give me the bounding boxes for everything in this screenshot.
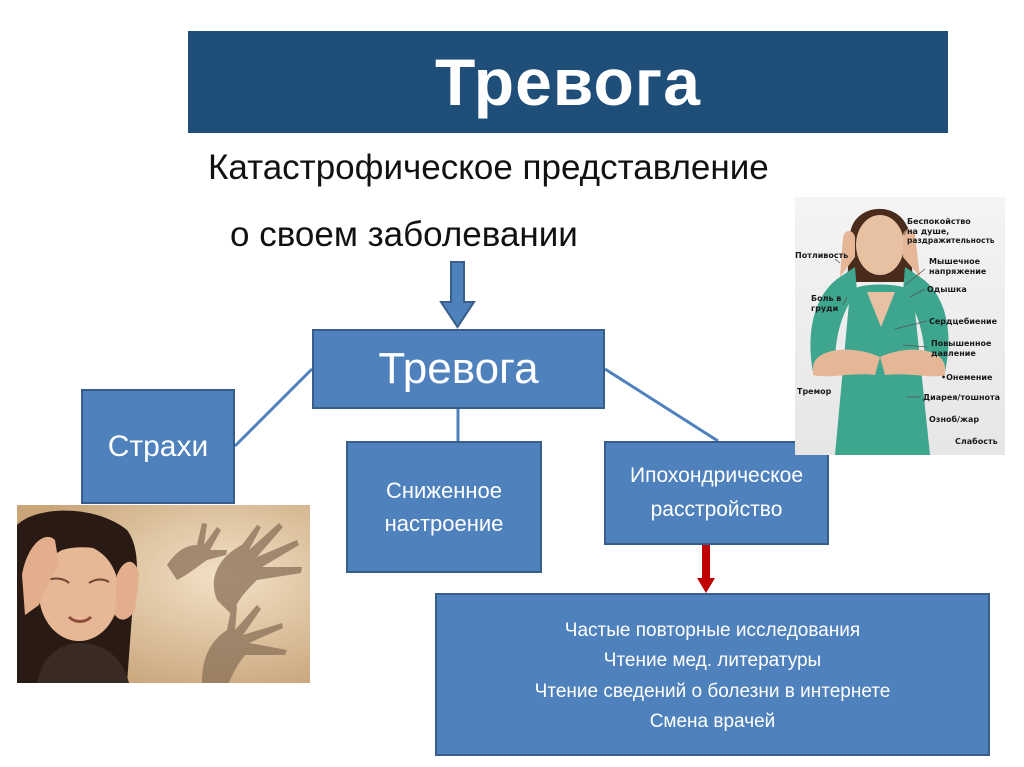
symptom-muscle-1: Мышечное [929, 257, 981, 266]
behavior-item: Частые повторные исследования [564, 619, 861, 641]
symptom-pressure-2: давление [931, 349, 976, 358]
symptom-weakness: Слабость [955, 437, 998, 446]
hypochondria-line-1: Ипохондрическое [629, 464, 803, 488]
symptom-dyspnea: Одышка [927, 285, 967, 294]
symptom-heartbeat: Сердцебиение [929, 317, 998, 326]
shadow-hands-icon [167, 523, 302, 683]
symptom-diarrhea: Диарея/тошнота [923, 393, 1001, 402]
title-text: Тревога [434, 45, 702, 119]
symptom-restlessness-3: раздражительность [907, 236, 995, 245]
fear-photo [17, 505, 310, 683]
anxiety-node: Тревога [312, 329, 605, 409]
low-mood-line-1: Сниженное [385, 478, 503, 503]
symptom-restlessness-2: на душе, [907, 227, 950, 236]
symptom-chest-pain-1: Боль в [811, 294, 842, 303]
low-mood-node: Сниженное настроение [346, 441, 542, 573]
symptom-sweating: Потливость [795, 251, 849, 260]
symptom-chest-pain-2: груди [811, 304, 839, 313]
behavior-item: Чтение сведений о болезни в интернете [534, 680, 891, 702]
down-arrow-icon [439, 261, 476, 329]
symptom-numbness: •Онемение [941, 373, 993, 382]
anxiety-node-label: Тревога [378, 344, 539, 393]
subtitle-line-2: о своем заболевании [230, 215, 578, 254]
symptom-tremor: Тремор [797, 387, 832, 396]
symptom-pressure-1: Повышенное [931, 339, 992, 348]
behaviors-node: Частые повторные исследования Чтение мед… [435, 593, 990, 756]
symptom-restlessness-1: Беспокойство [907, 217, 971, 226]
symptom-muscle-2: напряжение [929, 267, 987, 276]
behavior-item: Чтение мед. литературы [603, 650, 822, 672]
symptom-chills: Озноб/жар [929, 415, 980, 424]
behavior-item: Смена врачей [649, 710, 776, 732]
subtitle-line-1: Катастрофическое представление [208, 148, 769, 187]
fears-node: Страхи [81, 389, 235, 504]
title-banner: Тревога [188, 31, 948, 133]
symptom-figure: Беспокойство на душе, раздражительность … [795, 197, 1005, 455]
fears-node-label: Страхи [107, 429, 209, 463]
hypochondria-line-2: расстройство [650, 498, 783, 521]
red-down-arrow-icon [697, 545, 715, 593]
low-mood-line-2: настроение [384, 511, 504, 536]
connector-central-hypochondria [604, 367, 719, 443]
woman-symptoms-illustration [810, 208, 949, 455]
woman-figure [17, 510, 139, 683]
hypochondria-node: Ипохондрическое расстройство [604, 441, 829, 545]
connector-central-fears [233, 367, 314, 448]
fear-illustration [17, 505, 310, 683]
